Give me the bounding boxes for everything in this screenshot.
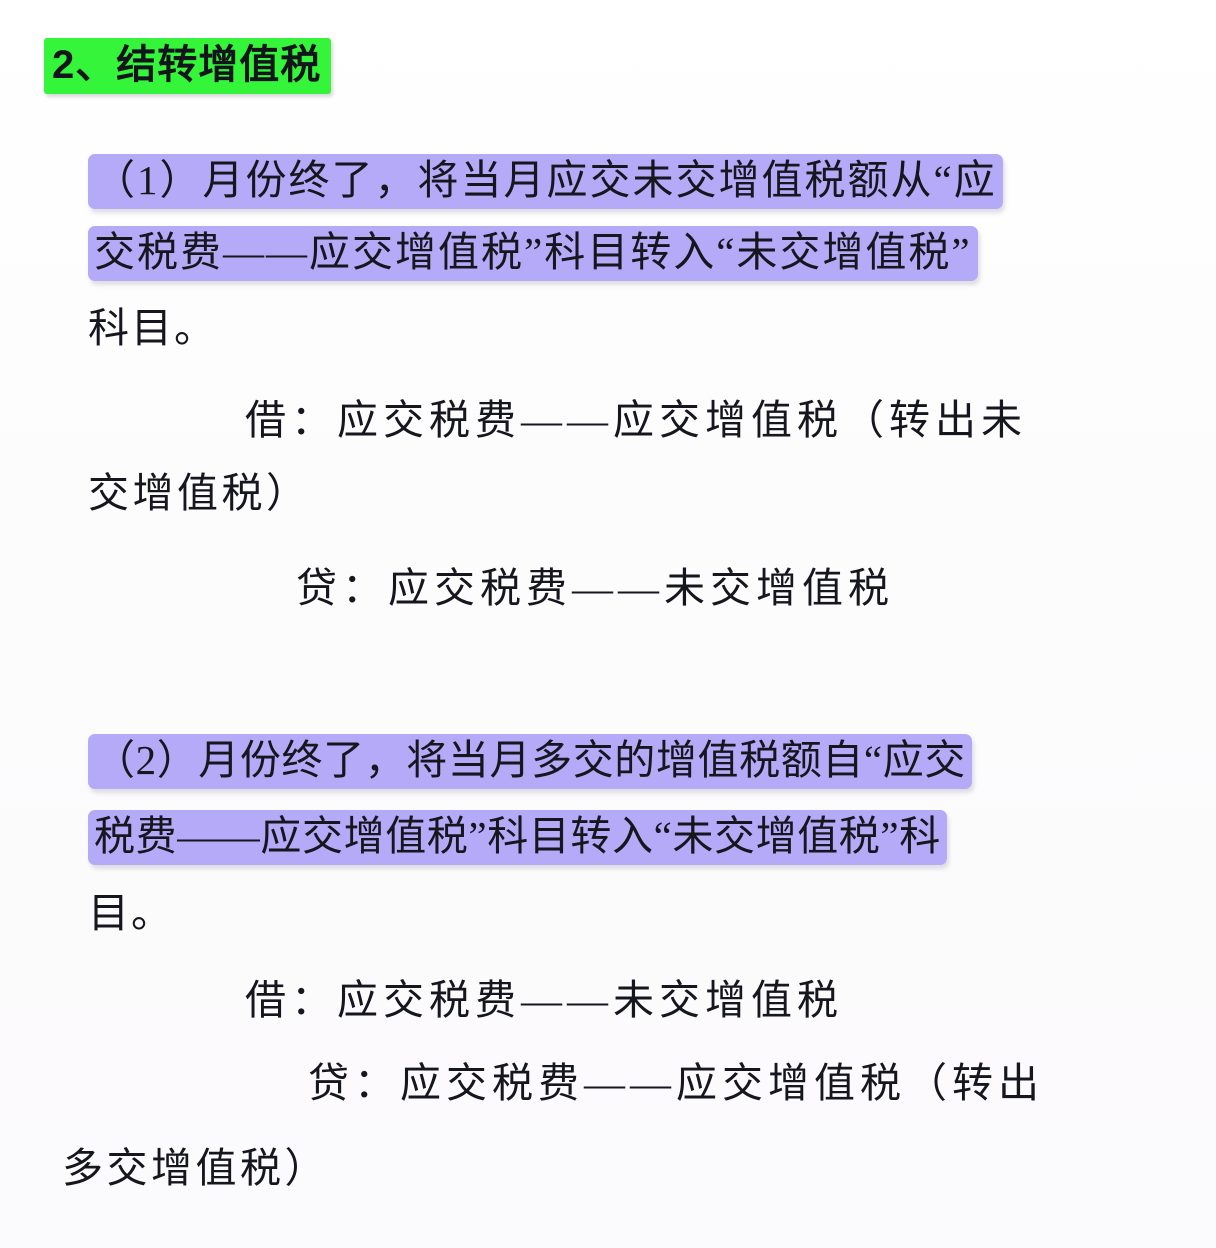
section-2-debit-line: 借：应交税费——未交增值税 [245,977,843,1023]
section-1-paragraph-line-3: 科目。 [88,305,217,351]
section-heading: 2、结转增值税 [44,38,332,94]
section-1-paragraph-line-2: 交税费——应交增值税”科目转入“未交增值税” [88,226,978,281]
section-2-credit-line-2: 多交增值税） [62,1145,329,1191]
section-1-credit-line: 贷：应交税费——未交增值税 [296,565,894,611]
section-1-paragraph-line-1: （1）月份终了，将当月应交未交增值税额从“应 [88,154,1003,209]
section-2-paragraph-line-1: （2）月份终了，将当月多交的增值税额自“应交 [88,734,972,789]
section-2-paragraph-line-2: 税费——应交增值税”科目转入“未交增值税”科 [88,810,947,865]
page-title: 2、结转增值税 [44,38,332,94]
section-1-debit-line-1: 借：应交税费——应交增值税（转出未 [245,397,1027,443]
section-2-paragraph-line-3: 目。 [88,890,174,936]
section-1-debit-line-2: 交增值税） [88,470,311,516]
section-2-credit-line-1: 贷：应交税费——应交增值税（转出 [308,1060,1044,1106]
